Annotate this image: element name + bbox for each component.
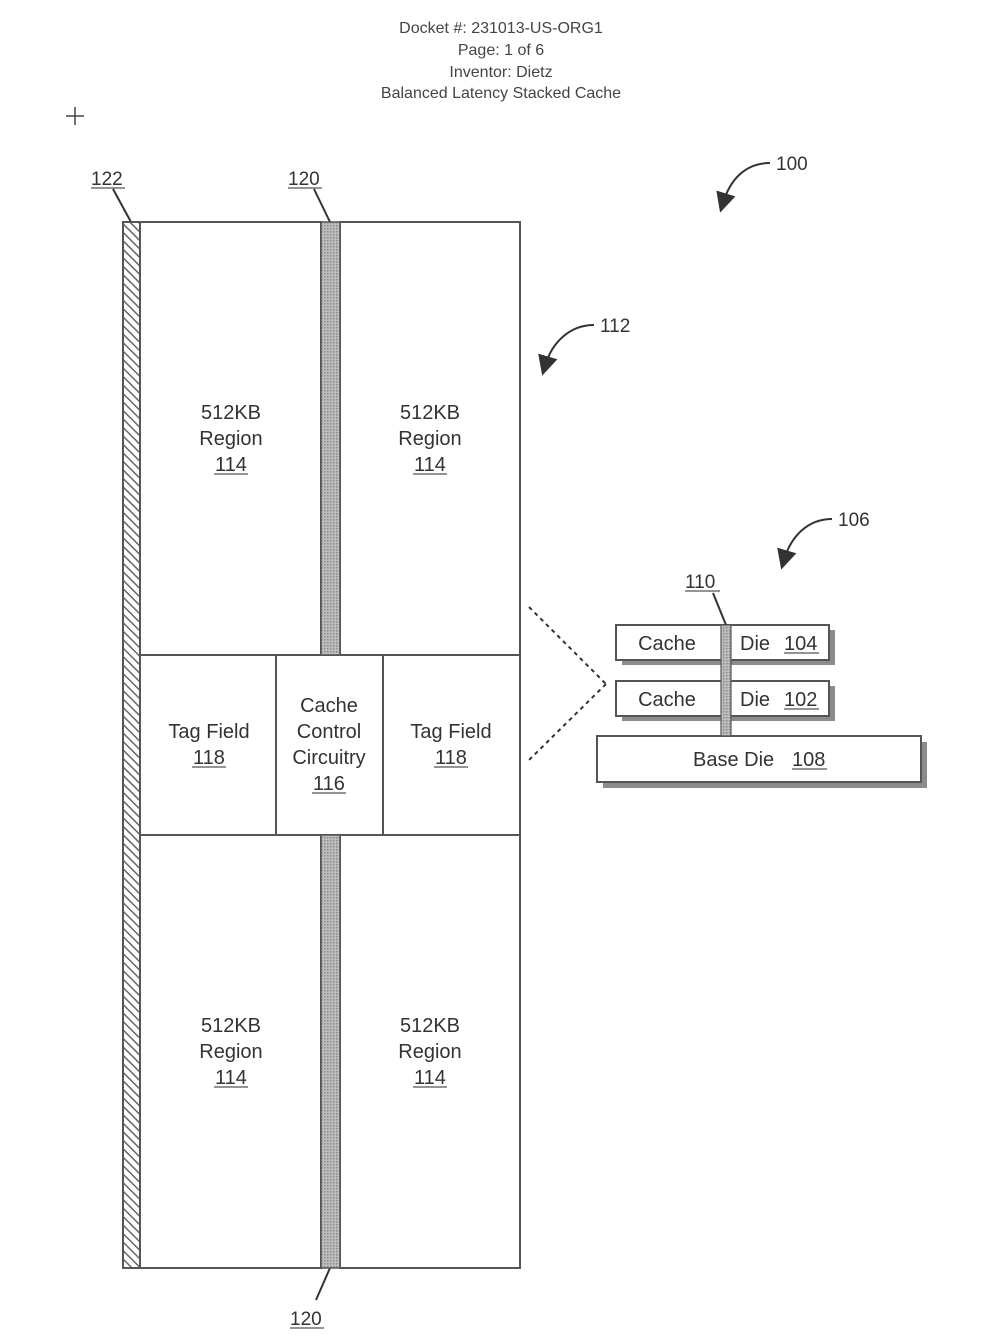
region-label-bottom-right: 512KB Region 114 [398,1015,461,1089]
base-die-108: Base Die 108 [596,735,927,788]
ref-100: 100 [776,154,808,175]
figure-title: Balanced Latency Stacked Cache [381,85,621,102]
svg-text:512KB: 512KB [400,1015,460,1037]
svg-text:Control: Control [297,721,361,743]
tag-field-left-label: Tag Field 118 [168,721,249,769]
ref-112: 112 [600,316,630,337]
svg-text:Cache: Cache [638,633,696,655]
ref-120-bottom: 120 [290,1309,322,1330]
svg-text:118: 118 [193,747,225,769]
svg-text:Cache: Cache [638,689,696,711]
svg-text:Base Die: Base Die [693,749,774,771]
region-label-bottom-left: 512KB Region 114 [199,1015,262,1089]
svg-text:Cache: Cache [300,695,358,717]
ref-106-callout: 106 [777,510,870,570]
tag-field-right [382,654,521,836]
region-label-top-right: 512KB Region 114 [398,402,461,476]
docket-number: Docket #: 231013-US-ORG1 [399,20,603,37]
svg-text:Region: Region [199,1041,262,1063]
svg-text:114: 114 [215,454,247,476]
page-number: Page: 1 of 6 [458,42,544,59]
cache-control-label: Cache Control Circuitry 116 [292,695,365,795]
svg-text:512KB: 512KB [201,1015,261,1037]
ref-122-callout: 122 [91,169,132,223]
ref-120-top-callout: 120 [288,169,331,223]
hatched-bar-122 [122,221,141,1269]
registration-cross-icon [66,107,84,125]
svg-text:108: 108 [792,749,825,771]
svg-text:118: 118 [435,747,467,769]
tag-field-right-label: Tag Field 118 [410,721,491,769]
svg-text:Region: Region [199,428,262,450]
svg-text:Die: Die [740,633,770,655]
ref-120-bottom-callout: 120 [290,1267,331,1330]
ref-110: 110 [685,572,715,593]
svg-text:Tag Field: Tag Field [168,721,249,743]
cache-die-112 [139,221,521,1269]
inventor: Inventor: Dietz [449,64,552,81]
svg-text:Circuitry: Circuitry [292,747,365,769]
ref-120-top: 120 [288,169,320,190]
svg-text:Region: Region [398,428,461,450]
svg-text:104: 104 [784,633,817,655]
svg-text:Die: Die [740,689,770,711]
cache-control-circuitry [275,654,384,836]
die-stack-106: Cache Die 104 Cache Die 102 Base Die 108… [596,572,927,788]
svg-text:116: 116 [313,773,345,795]
bus-bar-120-top [320,221,341,656]
svg-text:114: 114 [414,1067,446,1089]
tsv-column-110 [720,624,732,737]
svg-text:Region: Region [398,1041,461,1063]
ref-112-callout: 112 [538,316,630,376]
svg-text:102: 102 [784,689,817,711]
tag-field-left [139,654,277,836]
region-label-top-left: 512KB Region 114 [199,402,262,476]
ref-100-callout: 100 [716,154,808,213]
svg-text:114: 114 [215,1067,247,1089]
svg-text:512KB: 512KB [400,402,460,424]
ref-106: 106 [838,510,870,531]
bus-bar-120-bottom [320,834,341,1269]
svg-text:Tag Field: Tag Field [410,721,491,743]
ref-122: 122 [91,169,123,190]
region-top-left [139,221,322,656]
svg-text:512KB: 512KB [201,402,261,424]
svg-text:114: 114 [414,454,446,476]
zoom-indicator-lines [528,606,607,761]
page-header: Docket #: 231013-US-ORG1 Page: 1 of 6 In… [381,20,621,102]
